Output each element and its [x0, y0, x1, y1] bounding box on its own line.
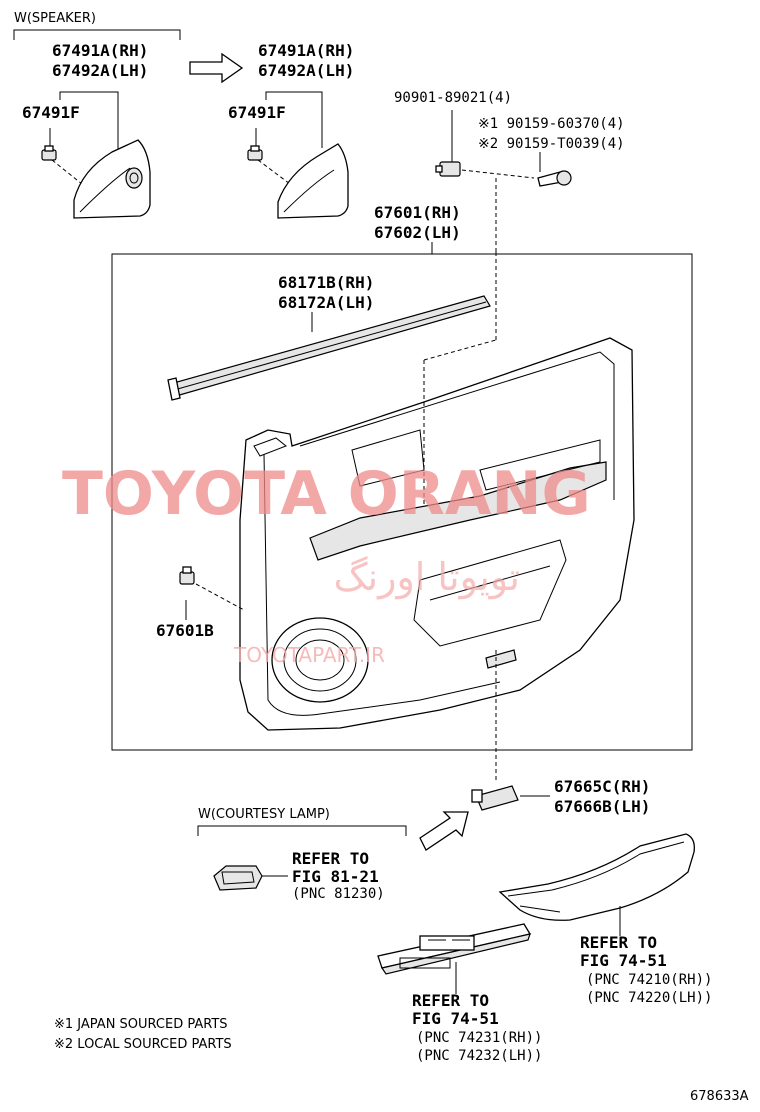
leader-speaker-a [59, 91, 119, 150]
watermark-site: TOYOTAPART.IR [233, 643, 385, 667]
courtesy-lamp-lens [471, 785, 519, 811]
label-screw-japan: ※1 90159-60370(4) [478, 116, 625, 132]
speaker-group: W(SPEAKER) [13, 11, 181, 40]
leader-speaker-b [265, 91, 323, 148]
variant-arrow-icon [189, 52, 244, 84]
courtesy-group-label: W(COURTESY LAMP) [198, 807, 330, 822]
ref-switch-line4: (PNC 74232(LH)) [416, 1048, 542, 1064]
label-lamp-lh: 67666B(LH) [554, 797, 650, 816]
dash-inner-top [423, 339, 497, 361]
clip-panel-icon [179, 566, 195, 585]
ref-courtesy-line2: FIG 81-21 [292, 867, 379, 886]
label-clip-b: 67491F [228, 103, 286, 122]
label-clip-a: 67491F [22, 103, 80, 122]
label-clip-panel: 67601B [156, 621, 214, 640]
courtesy-lamp-unit [213, 865, 288, 891]
ref-switch-line1: REFER TO [412, 991, 489, 1010]
label-lamp-rh: 67665C(RH) [554, 777, 650, 796]
weatherstrip [167, 295, 491, 401]
clip-a-icon [41, 145, 57, 161]
label-clip-main: 90901-89021(4) [394, 90, 512, 106]
speaker-cover-a [73, 139, 151, 219]
dash-clip-panel [195, 583, 245, 611]
ref-armrest-line1: REFER TO [580, 933, 657, 952]
speaker-group-bracket [13, 29, 181, 40]
ref-armrest-line3: (PNC 74210(RH)) [586, 972, 712, 988]
courtesy-group-bracket [197, 825, 407, 836]
ref-switch-line2: FIG 74-51 [412, 1009, 499, 1028]
speaker-cover-b [277, 143, 349, 219]
label-panel-rh: 67601(RH) [374, 203, 461, 222]
armrest-upper [498, 833, 695, 921]
watermark-persian: تویوتا اورنگ [334, 555, 521, 600]
label-screw-local: ※2 90159-T0039(4) [478, 136, 625, 152]
ref-armrest-line2: FIG 74-51 [580, 951, 667, 970]
dash-screw [461, 169, 535, 179]
clip-main-icon [435, 161, 461, 177]
ref-switch-line3: (PNC 74231(RH)) [416, 1030, 542, 1046]
note-japan: ※1 JAPAN SOURCED PARTS [54, 1017, 228, 1032]
label-speaker-cover-a-lh: 67492A(LH) [52, 61, 148, 80]
figure-id: 678633A [690, 1089, 749, 1104]
courtesy-lamp-group: W(COURTESY LAMP) [197, 807, 407, 836]
label-speaker-cover-a-rh: 67491A(RH) [52, 41, 148, 60]
label-speaker-cover-b-rh: 67491A(RH) [258, 41, 354, 60]
dash-clip-b [257, 159, 299, 191]
label-panel-lh: 67602(LH) [374, 223, 461, 242]
label-weatherstrip-rh: 68171B(RH) [278, 273, 374, 292]
screw-icon [537, 170, 572, 187]
watermark-main: TOYOTA ORANG [62, 459, 591, 529]
ref-armrest-line4: (PNC 74220(LH)) [586, 990, 712, 1006]
panel-frame [111, 253, 693, 751]
clip-b-icon [247, 145, 263, 161]
label-speaker-cover-b-lh: 67492A(LH) [258, 61, 354, 80]
door-trim-panel [239, 337, 635, 731]
label-weatherstrip-lh: 68172A(LH) [278, 293, 374, 312]
note-local: ※2 LOCAL SOURCED PARTS [54, 1037, 232, 1052]
ref-courtesy-line3: (PNC 81230) [292, 886, 385, 902]
switch-base [377, 923, 532, 975]
speaker-group-label: W(SPEAKER) [14, 11, 96, 26]
ref-courtesy-line1: REFER TO [292, 849, 369, 868]
lamp-arrow-icon [419, 811, 469, 851]
